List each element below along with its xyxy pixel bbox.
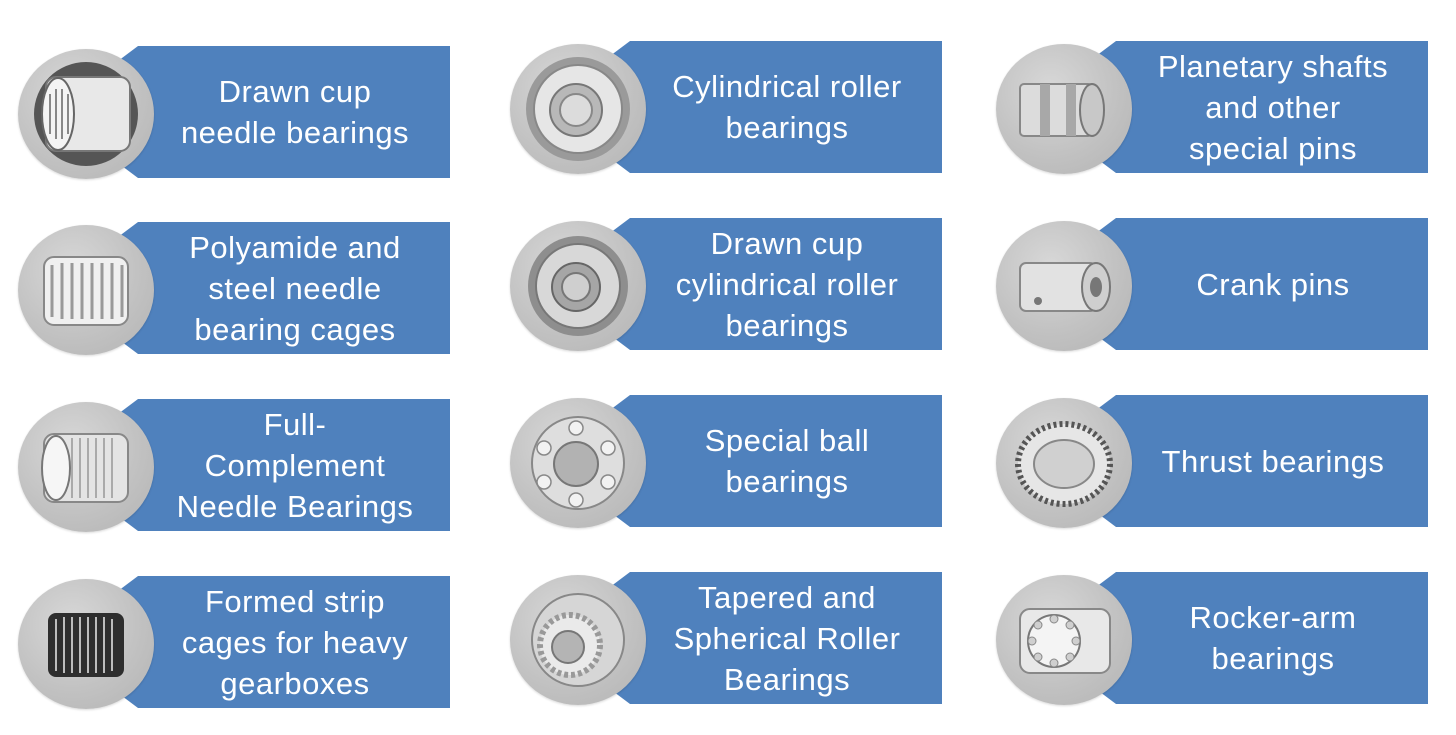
- product-tile-drawn-cup-needle: Drawn cup needle bearings: [0, 0, 460, 179]
- full-complement-needle-bearing-icon: [18, 402, 154, 532]
- product-tile-special-ball: Special ball bearings: [492, 349, 952, 528]
- cylindrical-roller-bearing-icon: [510, 44, 646, 174]
- product-tile-formed-strip: Formed strip cages for heavy gearboxes: [0, 530, 460, 709]
- product-tile-thrust: Thrust bearings: [978, 349, 1438, 528]
- product-label: Full- Complement Needle Bearings: [176, 406, 414, 524]
- drawn-cup-roller-bearing-icon: [510, 221, 646, 351]
- drawn-cup-needle-bearing-icon: [18, 49, 154, 179]
- product-tile-tapered-spherical: Tapered and Spherical Roller Bearings: [492, 526, 952, 705]
- product-tile-full-complement: Full- Complement Needle Bearings: [0, 353, 460, 532]
- product-tile-rocker-arm: Rocker-arm bearings: [978, 526, 1438, 705]
- product-label: Drawn cup cylindrical roller bearings: [675, 225, 899, 343]
- product-tile-cylindrical-roller: Cylindrical roller bearings: [492, 0, 952, 174]
- needle-cage-icon: [18, 225, 154, 355]
- product-tile-drawn-cup-cylindrical: Drawn cup cylindrical roller bearings: [492, 172, 952, 351]
- formed-strip-cage-icon: [18, 579, 154, 709]
- product-label: Drawn cup needle bearings: [180, 74, 410, 150]
- ball-bearing-icon: [510, 398, 646, 528]
- tapered-roller-bearing-icon: [510, 575, 646, 705]
- planetary-shaft-icon: [996, 44, 1132, 174]
- product-label: Cylindrical roller bearings: [672, 69, 902, 145]
- product-label: Planetary shafts and other special pins: [1157, 48, 1389, 166]
- product-label: Rocker-arm bearings: [1189, 600, 1357, 676]
- product-tile-planetary-shafts: Planetary shafts and other special pins: [978, 0, 1438, 174]
- product-tile-crank-pins: Crank pins: [978, 172, 1438, 351]
- product-label: Tapered and Spherical Roller Bearings: [673, 579, 901, 697]
- product-label: Crank pins: [1196, 266, 1350, 302]
- crank-pin-icon: [996, 221, 1132, 351]
- product-label: Formed strip cages for heavy gearboxes: [181, 583, 409, 701]
- product-label: Special ball bearings: [704, 423, 870, 499]
- product-label: Thrust bearings: [1161, 443, 1385, 479]
- product-tile-needle-cages: Polyamide and steel needle bearing cages: [0, 176, 460, 355]
- product-label: Polyamide and steel needle bearing cages: [189, 229, 401, 347]
- thrust-bearing-icon: [996, 398, 1132, 528]
- rocker-arm-bearing-icon: [996, 575, 1132, 705]
